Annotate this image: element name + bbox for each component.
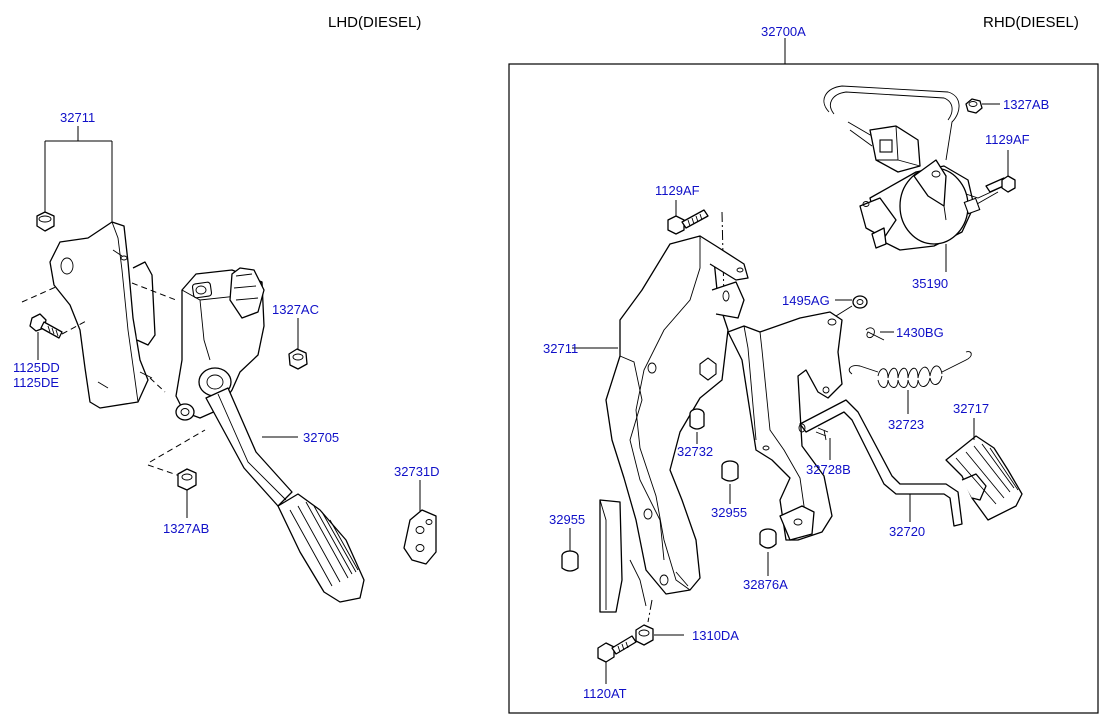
lhd-header: LHD(DIESEL) (328, 14, 421, 31)
rhd-pedal-assembly (561, 85, 1023, 684)
nut-icon (635, 624, 654, 646)
nut-icon (177, 468, 197, 491)
label-32731d[interactable]: 32731D (394, 464, 440, 479)
washer-icon (835, 295, 868, 317)
label-1129af-mid[interactable]: 1129AF (655, 183, 700, 198)
bolt-icon (985, 175, 1016, 193)
leader-32711-left (44, 126, 113, 222)
label-32732[interactable]: 32732 (677, 444, 713, 459)
bushing-icon (721, 460, 739, 482)
label-32955-left[interactable]: 32955 (549, 512, 585, 527)
bracket-32711-right (599, 235, 749, 613)
nut-icon (36, 211, 55, 232)
label-32717[interactable]: 32717 (953, 401, 989, 416)
label-32711-left[interactable]: 32711 (60, 110, 95, 125)
clip-icon (865, 327, 885, 341)
label-1327ab-left[interactable]: 1327AB (163, 521, 209, 536)
label-32955-right[interactable]: 32955 (711, 505, 747, 520)
label-32700a[interactable]: 32700A (761, 24, 806, 39)
bolt-icon (667, 209, 709, 235)
lhd-pedal-assembly (21, 126, 437, 603)
bolt-icon (29, 313, 63, 339)
label-32728b[interactable]: 32728B (806, 462, 851, 477)
label-1125dd[interactable]: 1125DD (13, 360, 60, 375)
label-32705[interactable]: 32705 (303, 430, 339, 445)
pedal-rod-32720 (798, 399, 963, 527)
nut-icon (288, 348, 308, 370)
rhd-header: RHD(DIESEL) (983, 14, 1079, 31)
label-1327ab-right[interactable]: 1327AB (1003, 97, 1049, 112)
label-1125de[interactable]: 1125DE (13, 375, 59, 390)
label-32723[interactable]: 32723 (888, 417, 924, 432)
bushing-icon (689, 408, 705, 430)
nut-icon (965, 98, 983, 114)
label-1310da[interactable]: 1310DA (692, 628, 739, 643)
label-32711-right[interactable]: 32711 (543, 341, 578, 356)
plate-32731d (403, 509, 437, 565)
bolt-icon (597, 635, 637, 663)
bracket-32711-left (49, 221, 156, 409)
label-1120at[interactable]: 1120AT (583, 686, 627, 701)
label-1327ac[interactable]: 1327AC (272, 302, 319, 317)
accelerator-pedal-32705 (175, 267, 365, 603)
return-spring-32723 (848, 351, 972, 388)
label-32876a[interactable]: 32876A (743, 577, 788, 592)
pedal-lever (727, 311, 843, 541)
pin-icon (815, 427, 829, 441)
bushing-icon (759, 528, 777, 549)
label-1129af-top[interactable]: 1129AF (985, 132, 1030, 147)
pedal-sensor-35190 (823, 85, 1005, 251)
bushing-icon (561, 550, 579, 572)
label-1430bg[interactable]: 1430BG (896, 325, 944, 340)
rhd-assembly-frame (508, 63, 1099, 714)
label-32720[interactable]: 32720 (889, 524, 925, 539)
pedal-pad-32717 (945, 435, 1023, 521)
label-1495ag[interactable]: 1495AG (782, 293, 830, 308)
label-35190[interactable]: 35190 (912, 276, 948, 291)
